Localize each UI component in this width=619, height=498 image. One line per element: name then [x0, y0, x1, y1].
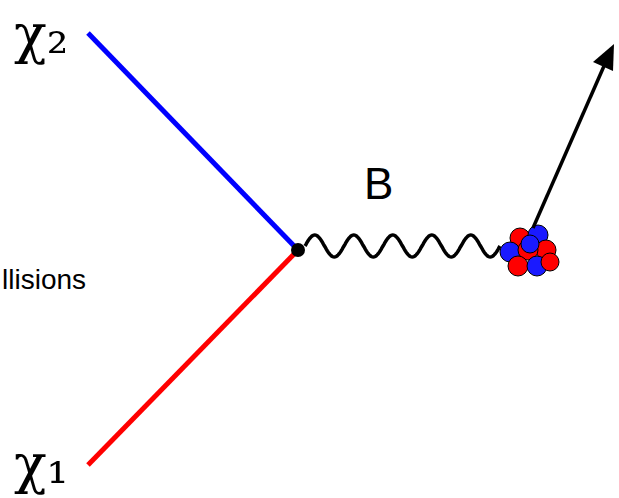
vertex-dot — [291, 243, 305, 257]
arrow-head — [593, 44, 614, 71]
boson-label: B — [364, 162, 393, 206]
outgoing-arrow — [533, 66, 604, 228]
boson-wave — [305, 235, 500, 257]
chi1-line — [88, 250, 298, 465]
side-note: llisions — [2, 266, 86, 294]
particle-label: χ₁ — [14, 438, 68, 492]
nucleus — [500, 225, 559, 276]
chi2-line — [88, 33, 298, 250]
particle-label: χ₂ — [14, 8, 68, 62]
